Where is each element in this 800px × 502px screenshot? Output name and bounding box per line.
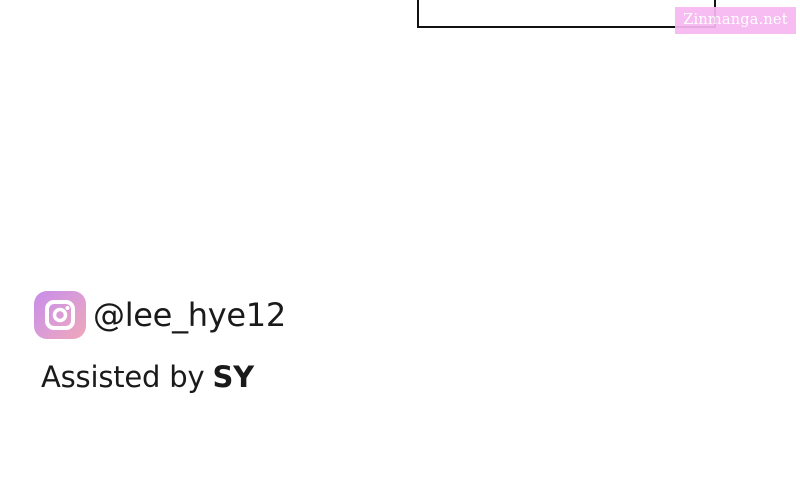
credit-name: SY xyxy=(212,360,254,394)
credit-prefix: Assisted by xyxy=(41,360,205,394)
instagram-handle: @lee_hye12 xyxy=(93,296,286,334)
social-handle-row: @lee_hye12 xyxy=(34,291,286,339)
instagram-icon xyxy=(34,291,86,339)
site-watermark: Zinmanga.net xyxy=(675,7,796,34)
comic-panel-frame xyxy=(417,0,716,28)
